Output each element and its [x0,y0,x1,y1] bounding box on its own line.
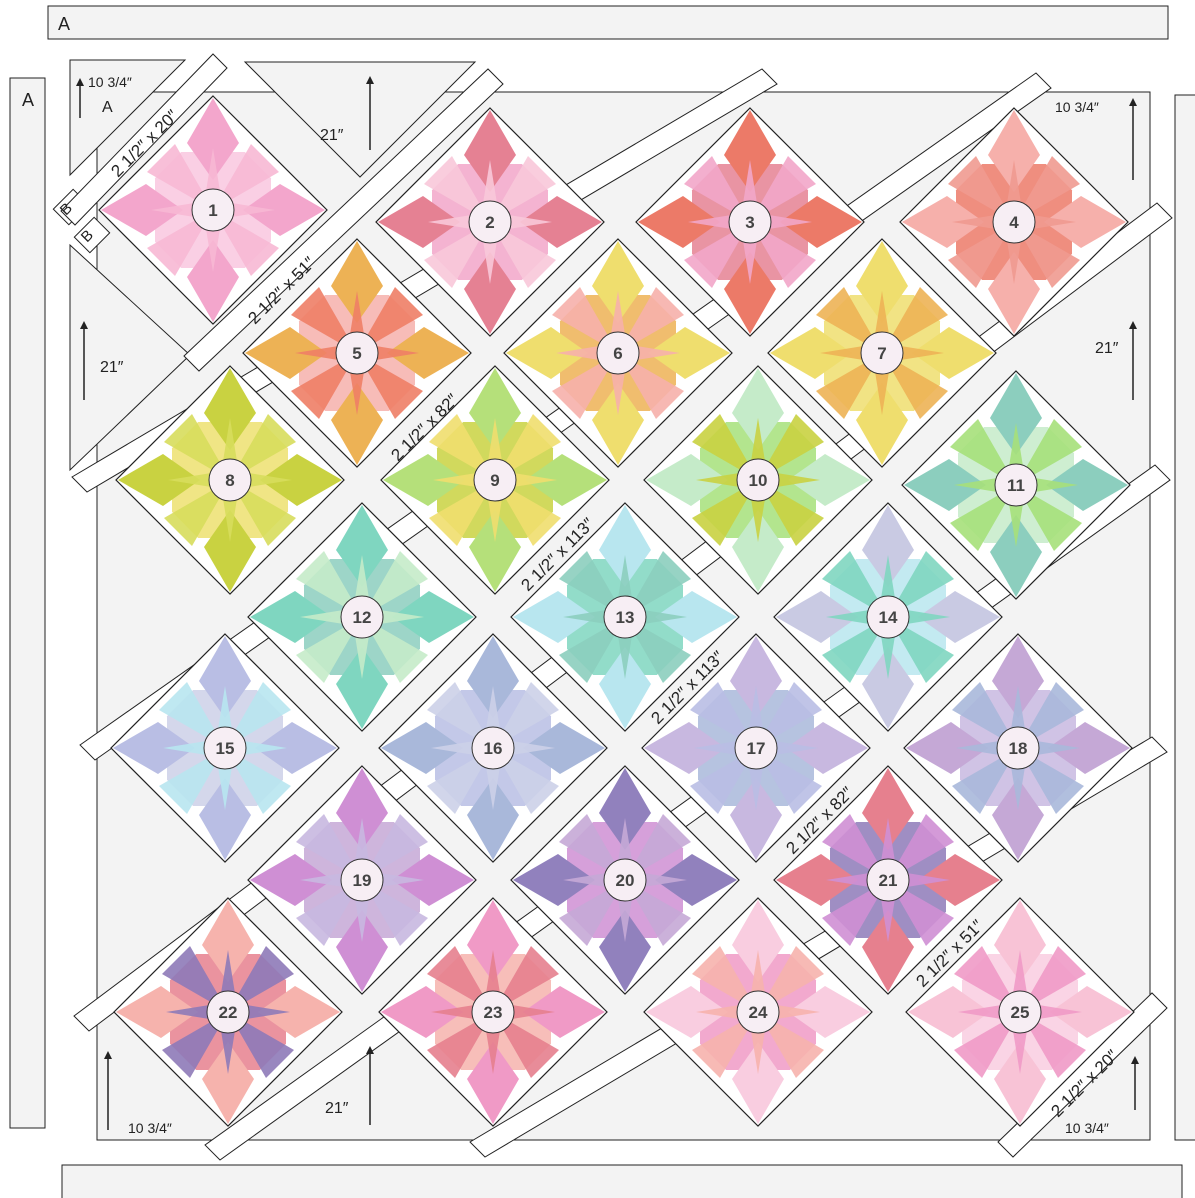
block-number: 14 [879,608,898,627]
block-number: 12 [353,608,372,627]
label-bottom-left-small: 10 3/4″ [128,1120,172,1136]
block-number: 6 [613,344,622,363]
block-number: 21 [879,871,898,890]
block-number: 24 [749,1003,768,1022]
block-number: 4 [1009,213,1019,232]
top-border-label: A [58,14,70,34]
block-number: 15 [216,739,235,758]
block-number: 3 [745,213,754,232]
block-number: 7 [877,344,886,363]
block-number: 23 [484,1003,503,1022]
right-border-strip [1175,95,1195,1140]
block-number: 2 [485,213,494,232]
block-number: 10 [749,471,768,490]
left-border-label: A [22,90,34,110]
left-border-strip [10,78,45,1128]
top-border-strip [48,6,1168,39]
block-number: 25 [1011,1003,1030,1022]
label-left-large: 21″ [100,359,124,376]
block-number: 1 [208,201,217,220]
label-top-left-small: 10 3/4″ [88,74,132,90]
block-number: 8 [225,471,234,490]
block-number: 5 [352,344,361,363]
block-number: 18 [1009,739,1028,758]
label-right-large: 21″ [1095,340,1119,357]
label-bottom-right-small: 10 3/4″ [1065,1120,1109,1136]
label-top-right-small: 10 3/4″ [1055,99,1099,115]
block-number: 9 [490,471,499,490]
block-number: 16 [484,739,503,758]
block-number: 22 [219,1003,238,1022]
block-number: 11 [1007,476,1025,495]
block-number: 19 [353,871,372,890]
label-bottom-large: 21″ [325,1100,349,1117]
corner-a-label: A [102,99,113,116]
label-top-large: 21″ [320,127,344,144]
bottom-border-strip [62,1165,1182,1198]
block-number: 17 [747,739,766,758]
block-number: 13 [616,608,635,627]
block-number: 20 [616,871,635,890]
